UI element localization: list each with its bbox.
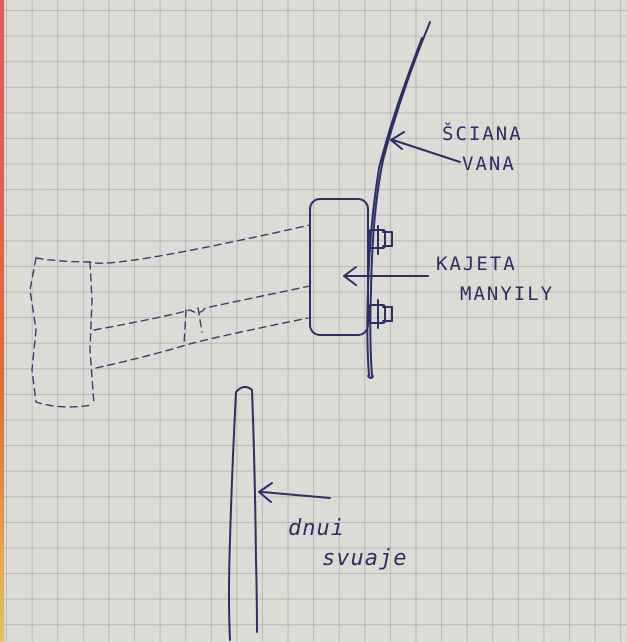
bolt-top bbox=[368, 225, 393, 255]
arrow-cassette bbox=[343, 266, 429, 286]
dashed-projection bbox=[29, 224, 311, 408]
label-wall-line1: ŠCIANA bbox=[442, 121, 523, 145]
label-door-line1: dnui bbox=[288, 516, 345, 541]
paper-edge-strip bbox=[0, 0, 4, 642]
label-cassette-line2: MANYILY bbox=[460, 283, 554, 305]
arrow-door bbox=[258, 482, 331, 503]
label-wall-line2: VANA bbox=[462, 153, 516, 175]
cassette-box bbox=[309, 198, 369, 336]
tub-wall-outer bbox=[369, 21, 431, 377]
arrow-wall bbox=[390, 131, 461, 163]
door-panel bbox=[228, 386, 258, 641]
bolt-bottom bbox=[368, 299, 393, 329]
label-cassette-line1: KAJETA bbox=[436, 253, 517, 275]
tub-wall-bottom-cap bbox=[367, 375, 374, 379]
label-door-line2: svuaje bbox=[322, 546, 407, 571]
